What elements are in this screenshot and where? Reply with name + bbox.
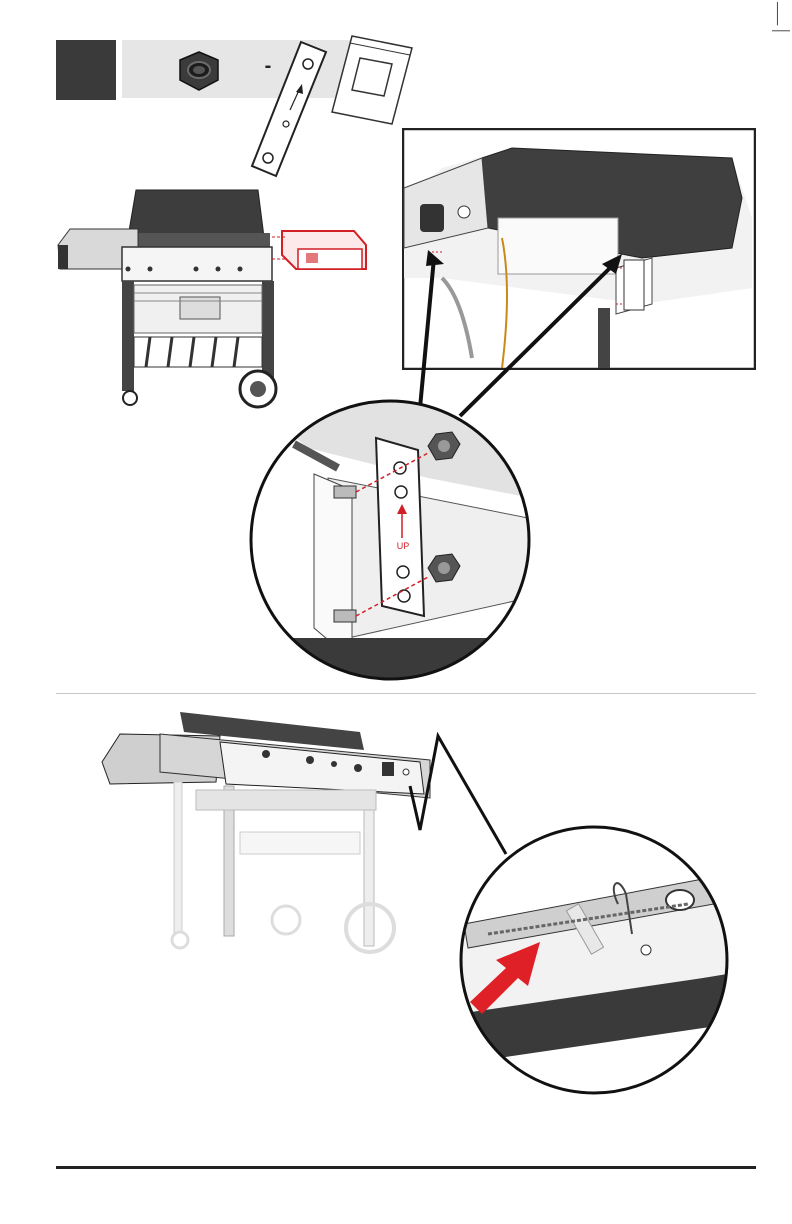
crop-mark xyxy=(772,0,790,40)
hardware-bag-icon xyxy=(330,34,414,126)
mounting-bracket-icon xyxy=(246,40,336,180)
callout-pointer-lines xyxy=(400,250,630,420)
tool-storage-magnifier-circle xyxy=(458,824,730,1096)
bracket-magnifier-circle xyxy=(248,398,532,682)
grill-frame-illustration xyxy=(100,712,440,960)
step-number-box xyxy=(56,40,116,100)
grill-overview-illustration xyxy=(50,185,370,410)
section-divider xyxy=(56,693,756,694)
bracket-up-label: UP xyxy=(392,540,414,552)
hex-nut-icon xyxy=(172,50,226,94)
footer-rule xyxy=(56,1166,756,1169)
